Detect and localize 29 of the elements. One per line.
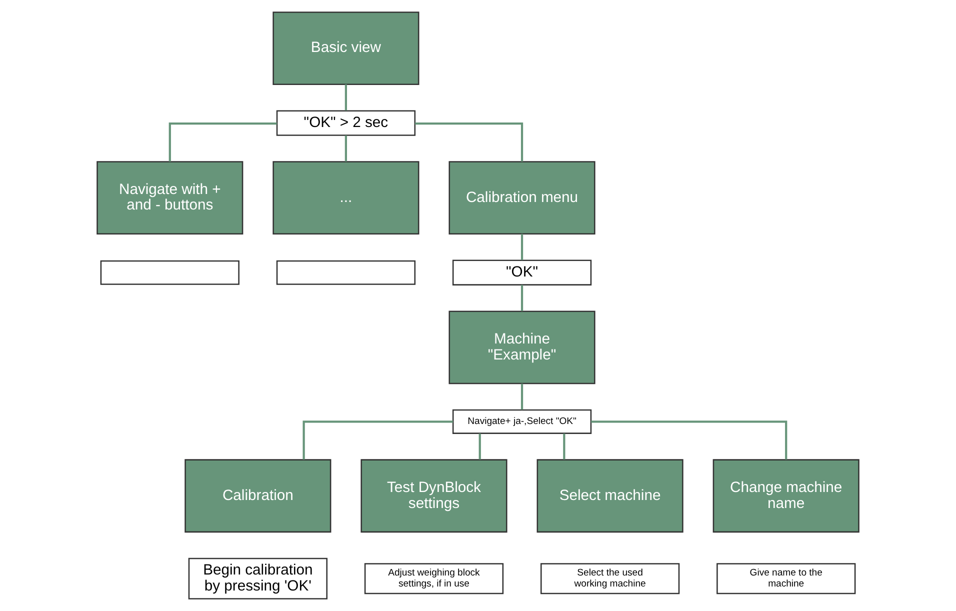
connector	[563, 434, 566, 460]
node-box: Select the used working machine	[540, 563, 680, 594]
connector	[344, 84, 348, 111]
node-box: Machine "Example"	[448, 310, 596, 384]
connector	[520, 284, 524, 312]
connector	[168, 122, 277, 162]
node-box	[100, 260, 240, 285]
connector	[302, 420, 453, 460]
node-box: Calibration menu	[448, 161, 596, 235]
node-box: ...	[272, 161, 420, 235]
node-box: Give name to the machine	[716, 563, 856, 594]
node-box	[276, 260, 416, 285]
node-box: Begin calibration by pressing 'OK'	[188, 558, 328, 600]
node-box: "OK"	[452, 260, 592, 286]
node-box: Navigate with + and - buttons	[96, 161, 244, 235]
node-box: Select machine	[536, 459, 684, 533]
node-box: Basic view	[272, 12, 420, 85]
node-box: Test DynBlock settings	[360, 459, 508, 533]
connector	[415, 122, 524, 162]
node-box: Adjust weighing block settings, if in use	[364, 563, 504, 594]
connector	[478, 434, 481, 460]
node-box: Calibration	[184, 459, 332, 533]
connector	[591, 420, 788, 460]
node-box: Change machine name	[712, 459, 860, 533]
node-box: "OK" > 2 sec	[276, 110, 416, 136]
node-box: Navigate+ ja-,Select "OK"	[452, 409, 592, 434]
connector	[520, 234, 524, 260]
connector	[344, 135, 348, 162]
connector	[520, 384, 524, 410]
